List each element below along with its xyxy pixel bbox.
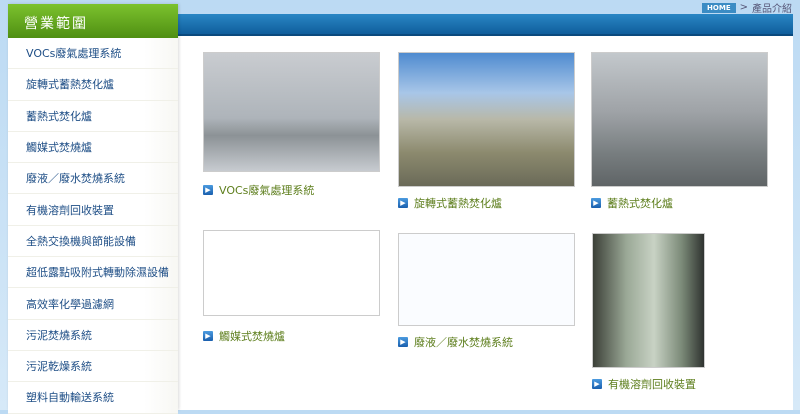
sidebar: 營業範圍 VOCs廢氣處理系統旋轉式蓄熱焚化爐蓄熱式焚化爐觸媒式焚燒爐廢液／廢水… (8, 4, 178, 414)
product-link[interactable]: ▶ VOCs廢氣處理系統 (203, 182, 314, 198)
product-link[interactable]: ▶ 觸媒式焚燒爐 (203, 328, 285, 344)
product-link[interactable]: ▶ 有機溶劑回收裝置 (592, 376, 696, 392)
sidebar-item[interactable]: 污泥乾燥系統 (8, 350, 178, 383)
product-image[interactable] (398, 52, 575, 187)
product-caption: 有機溶劑回收裝置 (608, 378, 696, 391)
sidebar-item[interactable]: 旋轉式蓄熱焚化爐 (8, 69, 178, 101)
product-image[interactable] (592, 233, 705, 368)
product-caption: VOCs廢氣處理系統 (219, 184, 315, 197)
product-image[interactable] (591, 52, 768, 187)
arrow-right-icon: ▶ (203, 331, 213, 341)
home-link[interactable]: HOME (702, 2, 736, 13)
product-caption: 旋轉式蓄熱焚化爐 (414, 197, 502, 210)
product-image[interactable] (203, 230, 380, 316)
arrow-right-icon: ▶ (592, 379, 602, 389)
sidebar-item[interactable]: 觸媒式焚燒爐 (8, 131, 178, 164)
product-caption: 蓄熱式焚化爐 (607, 197, 673, 210)
sidebar-item[interactable]: 廢液／廢水焚燒系統 (8, 163, 178, 195)
product-image[interactable] (203, 52, 380, 172)
header-bar (170, 14, 793, 36)
sidebar-item[interactable]: 全熱交換機與節能設備 (8, 225, 178, 258)
product-link[interactable]: ▶ 蓄熱式焚化爐 (591, 195, 673, 211)
breadcrumb: HOME > 產品介紹 (702, 0, 792, 15)
sidebar-item[interactable]: VOCs廢氣處理系統 (8, 38, 178, 70)
product-caption: 觸媒式焚燒爐 (219, 330, 285, 343)
sidebar-item[interactable]: 有機溶劑回收裝置 (8, 194, 178, 226)
arrow-right-icon: ▶ (398, 198, 408, 208)
breadcrumb-current: 產品介紹 (752, 4, 792, 15)
sidebar-item[interactable]: 塑料自動輸送系統 (8, 382, 178, 414)
arrow-right-icon: ▶ (203, 185, 213, 195)
sidebar-item[interactable]: 超低露點吸附式轉動除濕設備 (8, 257, 178, 289)
sidebar-item[interactable]: 污泥焚燒系統 (8, 319, 178, 351)
breadcrumb-separator: > (739, 2, 748, 13)
arrow-right-icon: ▶ (398, 337, 408, 347)
product-caption: 廢液／廢水焚燒系統 (414, 336, 513, 349)
sidebar-item[interactable]: 高效率化學過濾網 (8, 288, 178, 320)
arrow-right-icon: ▶ (591, 198, 601, 208)
product-image[interactable] (398, 233, 575, 326)
sidebar-title: 營業範圍 (8, 4, 178, 38)
product-link[interactable]: ▶ 廢液／廢水焚燒系統 (398, 334, 513, 350)
sidebar-item[interactable]: 蓄熱式焚化爐 (8, 100, 178, 132)
product-link[interactable]: ▶ 旋轉式蓄熱焚化爐 (398, 195, 502, 211)
